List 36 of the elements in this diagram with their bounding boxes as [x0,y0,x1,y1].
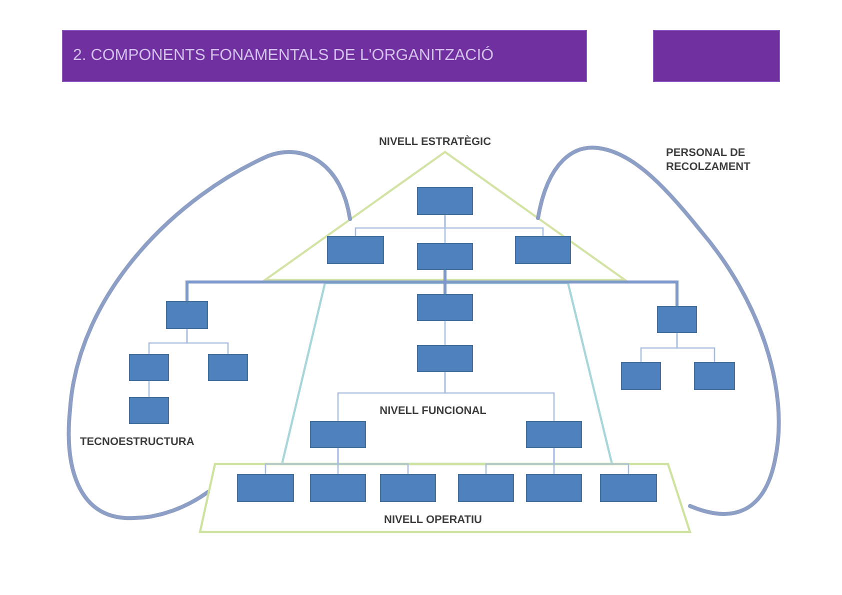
org-box [526,474,582,502]
connector-line [676,333,716,362]
level-label: NIVELL FUNCIONAL [378,404,488,418]
org-box [621,362,661,390]
connector-line [444,270,678,306]
connector-line [337,448,409,474]
org-box [310,474,366,502]
org-box [208,354,248,381]
org-box [600,474,657,502]
connector-line [444,372,555,421]
org-box [526,421,582,448]
connector-line [444,321,446,345]
org-box [237,474,294,502]
org-box [166,301,208,329]
org-box [515,236,571,264]
level-label: TECNOESTRUCTURA [80,435,196,450]
connector-line [186,329,229,354]
org-box [417,243,473,270]
org-box [129,397,169,424]
org-box [417,294,473,321]
org-box [129,354,169,381]
org-box [380,474,436,502]
org-box [417,345,473,372]
connector-line [553,448,630,474]
org-box [458,474,514,502]
org-box [327,236,384,264]
org-box [417,187,473,215]
connector-line [148,381,150,397]
org-box [694,362,735,390]
connector-line [444,215,544,236]
level-label: NIVELL OPERATIU [383,513,483,528]
org-box [657,306,697,333]
slide-title: 2. COMPONENTS FONAMENTALS DE L'ORGANITZACIÓ [62,30,587,82]
org-box [310,421,366,448]
level-label: NIVELL ESTRATÈGIC [378,135,492,150]
level-label: PERSONAL DE RECOLZAMENT [666,146,752,175]
